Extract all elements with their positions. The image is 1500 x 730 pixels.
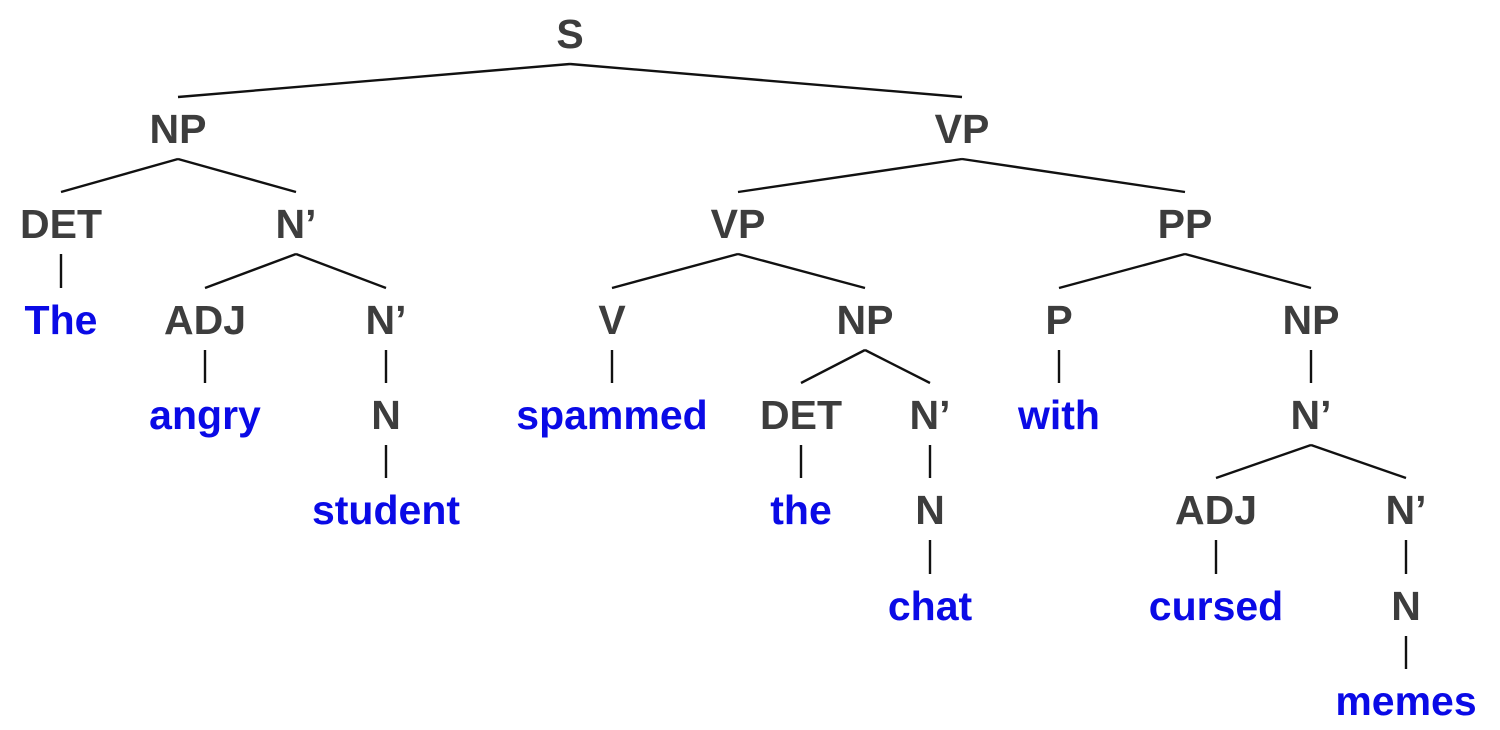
word-angry: angry [149, 392, 261, 438]
category-node-adj: ADJ [164, 297, 246, 343]
tree-edge [737, 157, 963, 194]
tree-edge [737, 252, 866, 290]
category-node-np: NP [150, 106, 207, 152]
category-node-det: DET [760, 392, 842, 438]
category-node-n-bar: N’ [366, 297, 407, 343]
tree-edge [177, 62, 571, 99]
tree-labels: TheDETangryADJstudentNN’N’NPspammedVtheD… [20, 11, 1477, 724]
category-node-n: N [1391, 583, 1421, 629]
category-node-n-bar: N’ [910, 392, 951, 438]
tree-edge [1058, 252, 1186, 290]
tree-edge [1310, 443, 1407, 480]
tree-edges [59, 62, 1408, 669]
word-the: The [25, 297, 98, 343]
tree-edge [177, 157, 297, 194]
category-node-p: P [1045, 297, 1072, 343]
tree-edge [1215, 443, 1312, 480]
word-student: student [312, 487, 460, 533]
category-node-s: S [556, 11, 583, 57]
category-node-n-bar: N’ [1291, 392, 1332, 438]
word-chat: chat [888, 583, 973, 629]
tree-edge [1184, 252, 1312, 290]
category-node-vp: VP [711, 201, 766, 247]
word-the: the [770, 487, 832, 533]
category-node-np: NP [837, 297, 894, 343]
category-node-n-bar: N’ [1386, 487, 1427, 533]
word-memes: memes [1335, 678, 1476, 724]
category-node-adj: ADJ [1175, 487, 1257, 533]
tree-edge [569, 62, 963, 99]
tree-edge [60, 157, 179, 194]
word-cursed: cursed [1149, 583, 1283, 629]
category-node-n: N [915, 487, 945, 533]
category-node-v: V [598, 297, 626, 343]
tree-edge [204, 252, 297, 290]
category-node-n: N [371, 392, 401, 438]
tree-edge [961, 157, 1186, 194]
category-node-pp: PP [1158, 201, 1213, 247]
category-node-det: DET [20, 201, 102, 247]
tree-edge [611, 252, 739, 290]
tree-edge [864, 348, 931, 385]
word-with: with [1017, 392, 1100, 438]
word-spammed: spammed [516, 392, 707, 438]
tree-edge [295, 252, 387, 290]
category-node-n-bar: N’ [276, 201, 317, 247]
category-node-np: NP [1283, 297, 1340, 343]
category-node-vp: VP [935, 106, 990, 152]
tree-edge [800, 348, 866, 385]
